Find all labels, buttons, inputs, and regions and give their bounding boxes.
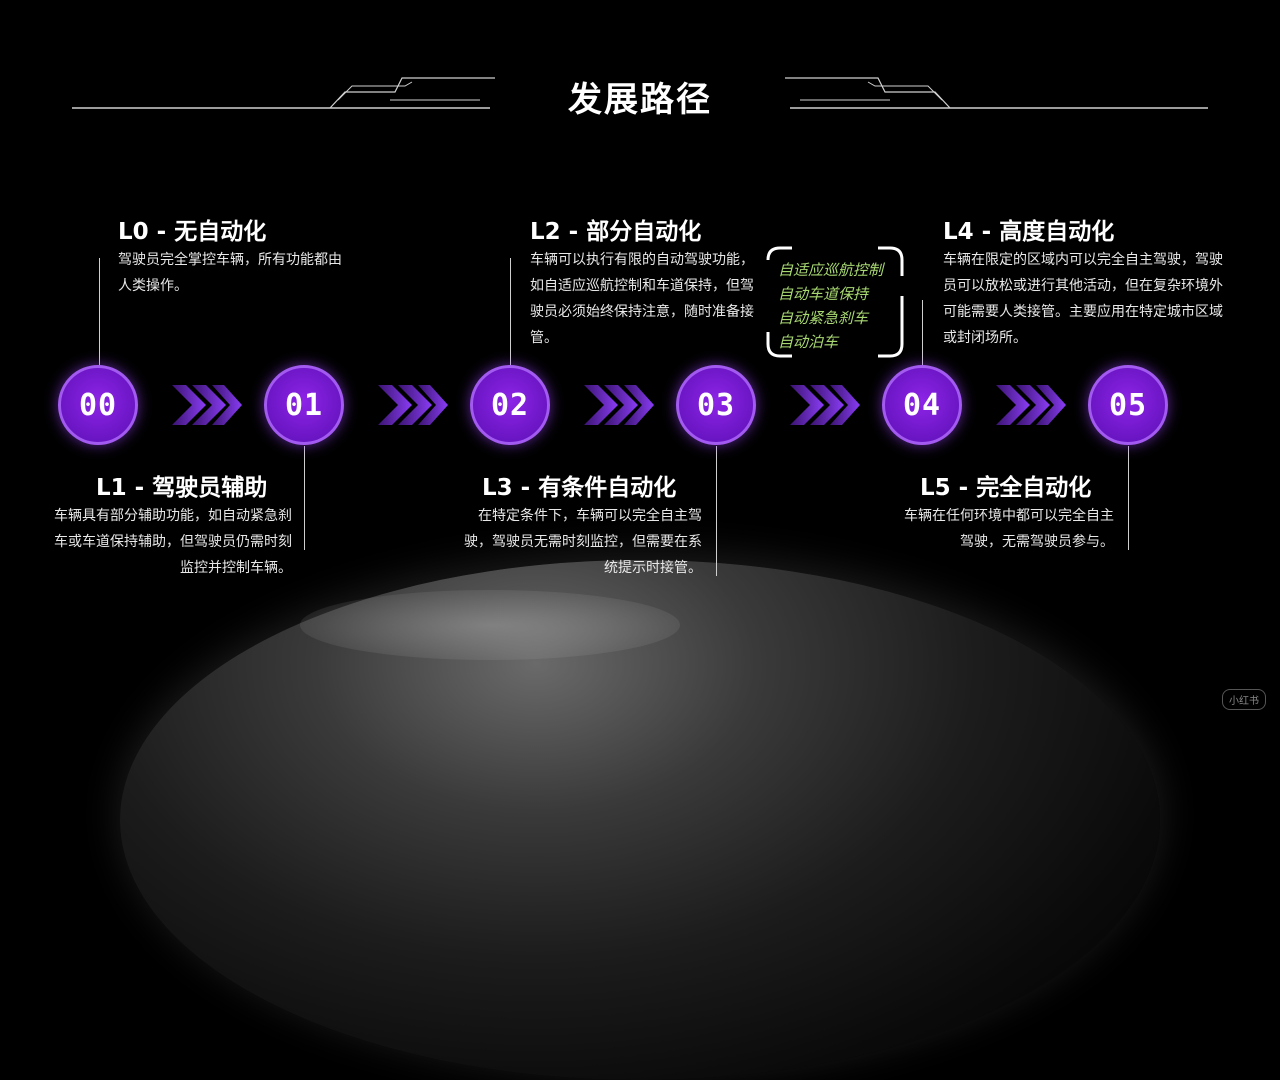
connector-l4: [922, 300, 923, 366]
chevron-arrow-icon-1: [172, 385, 242, 425]
chevron-arrow-icon-5: [996, 385, 1066, 425]
level-desc-l0: 驾驶员完全掌控车辆，所有功能都由人类操作。: [118, 252, 342, 294]
planet-glow: [300, 590, 680, 660]
arrow-connectors: [172, 385, 1066, 425]
level-title-l4: L4 - 高度自动化: [943, 219, 1115, 245]
stage-node-05: 05: [1088, 365, 1168, 445]
watermark-logo: 小红书: [1222, 689, 1266, 710]
chevron-arrow-icon-3: [584, 385, 654, 425]
feature-item: 自动紧急刹车: [778, 309, 869, 327]
title-decoration: [72, 77, 1208, 109]
stage-node-01: 01: [264, 365, 344, 445]
chevron-arrow-icon-2: [378, 385, 448, 425]
feature-list: 自适应巡航控制 自动车道保持 自动紧急刹车 自动泊车: [778, 258, 883, 354]
feature-item: 自动车道保持: [778, 285, 869, 303]
stage-node-03: 03: [676, 365, 756, 445]
connector-l0: [99, 258, 100, 366]
level-title-l0: L0 - 无自动化: [118, 219, 267, 245]
level-title-l2: L2 - 部分自动化: [530, 219, 702, 245]
level-desc-l2: 车辆可以执行有限的自动驾驶功能，如自适应巡航控制和车道保持，但驾驶员必须始终保持…: [530, 252, 754, 346]
stage-node-00: 00: [58, 365, 138, 445]
connector-l3: [716, 446, 717, 576]
level-desc-l3: 在特定条件下，车辆可以完全自主驾驶，驾驶员无需时刻监控，但需要在系统提示时接管。: [464, 508, 702, 576]
feature-bracket-frame: [766, 246, 904, 358]
level-title-l3: L3 - 有条件自动化: [482, 475, 677, 501]
chevron-arrow-icon-4: [790, 385, 860, 425]
stage-node-02: 02: [470, 365, 550, 445]
level-title-l5: L5 - 完全自动化: [920, 475, 1092, 501]
feature-item: 自动泊车: [778, 333, 839, 351]
level-title-l1: L1 - 驾驶员辅助: [96, 475, 268, 501]
level-desc-l4: 车辆在限定的区域内可以完全自主驾驶，驾驶员可以放松或进行其他活动，但在复杂环境外…: [943, 252, 1223, 346]
page-title: 发展路径: [568, 80, 712, 120]
connector-l5: [1128, 446, 1129, 550]
level-desc-l5: 车辆在任何环境中都可以完全自主驾驶，无需驾驶员参与。: [904, 508, 1114, 550]
connector-l2: [510, 258, 511, 366]
stage-node-04: 04: [882, 365, 962, 445]
level-desc-l1: 车辆具有部分辅助功能，如自动紧急刹车或车道保持辅助，但驾驶员仍需时刻监控并控制车…: [54, 508, 292, 576]
feature-item: 自适应巡航控制: [778, 261, 884, 279]
connector-l1: [304, 446, 305, 550]
